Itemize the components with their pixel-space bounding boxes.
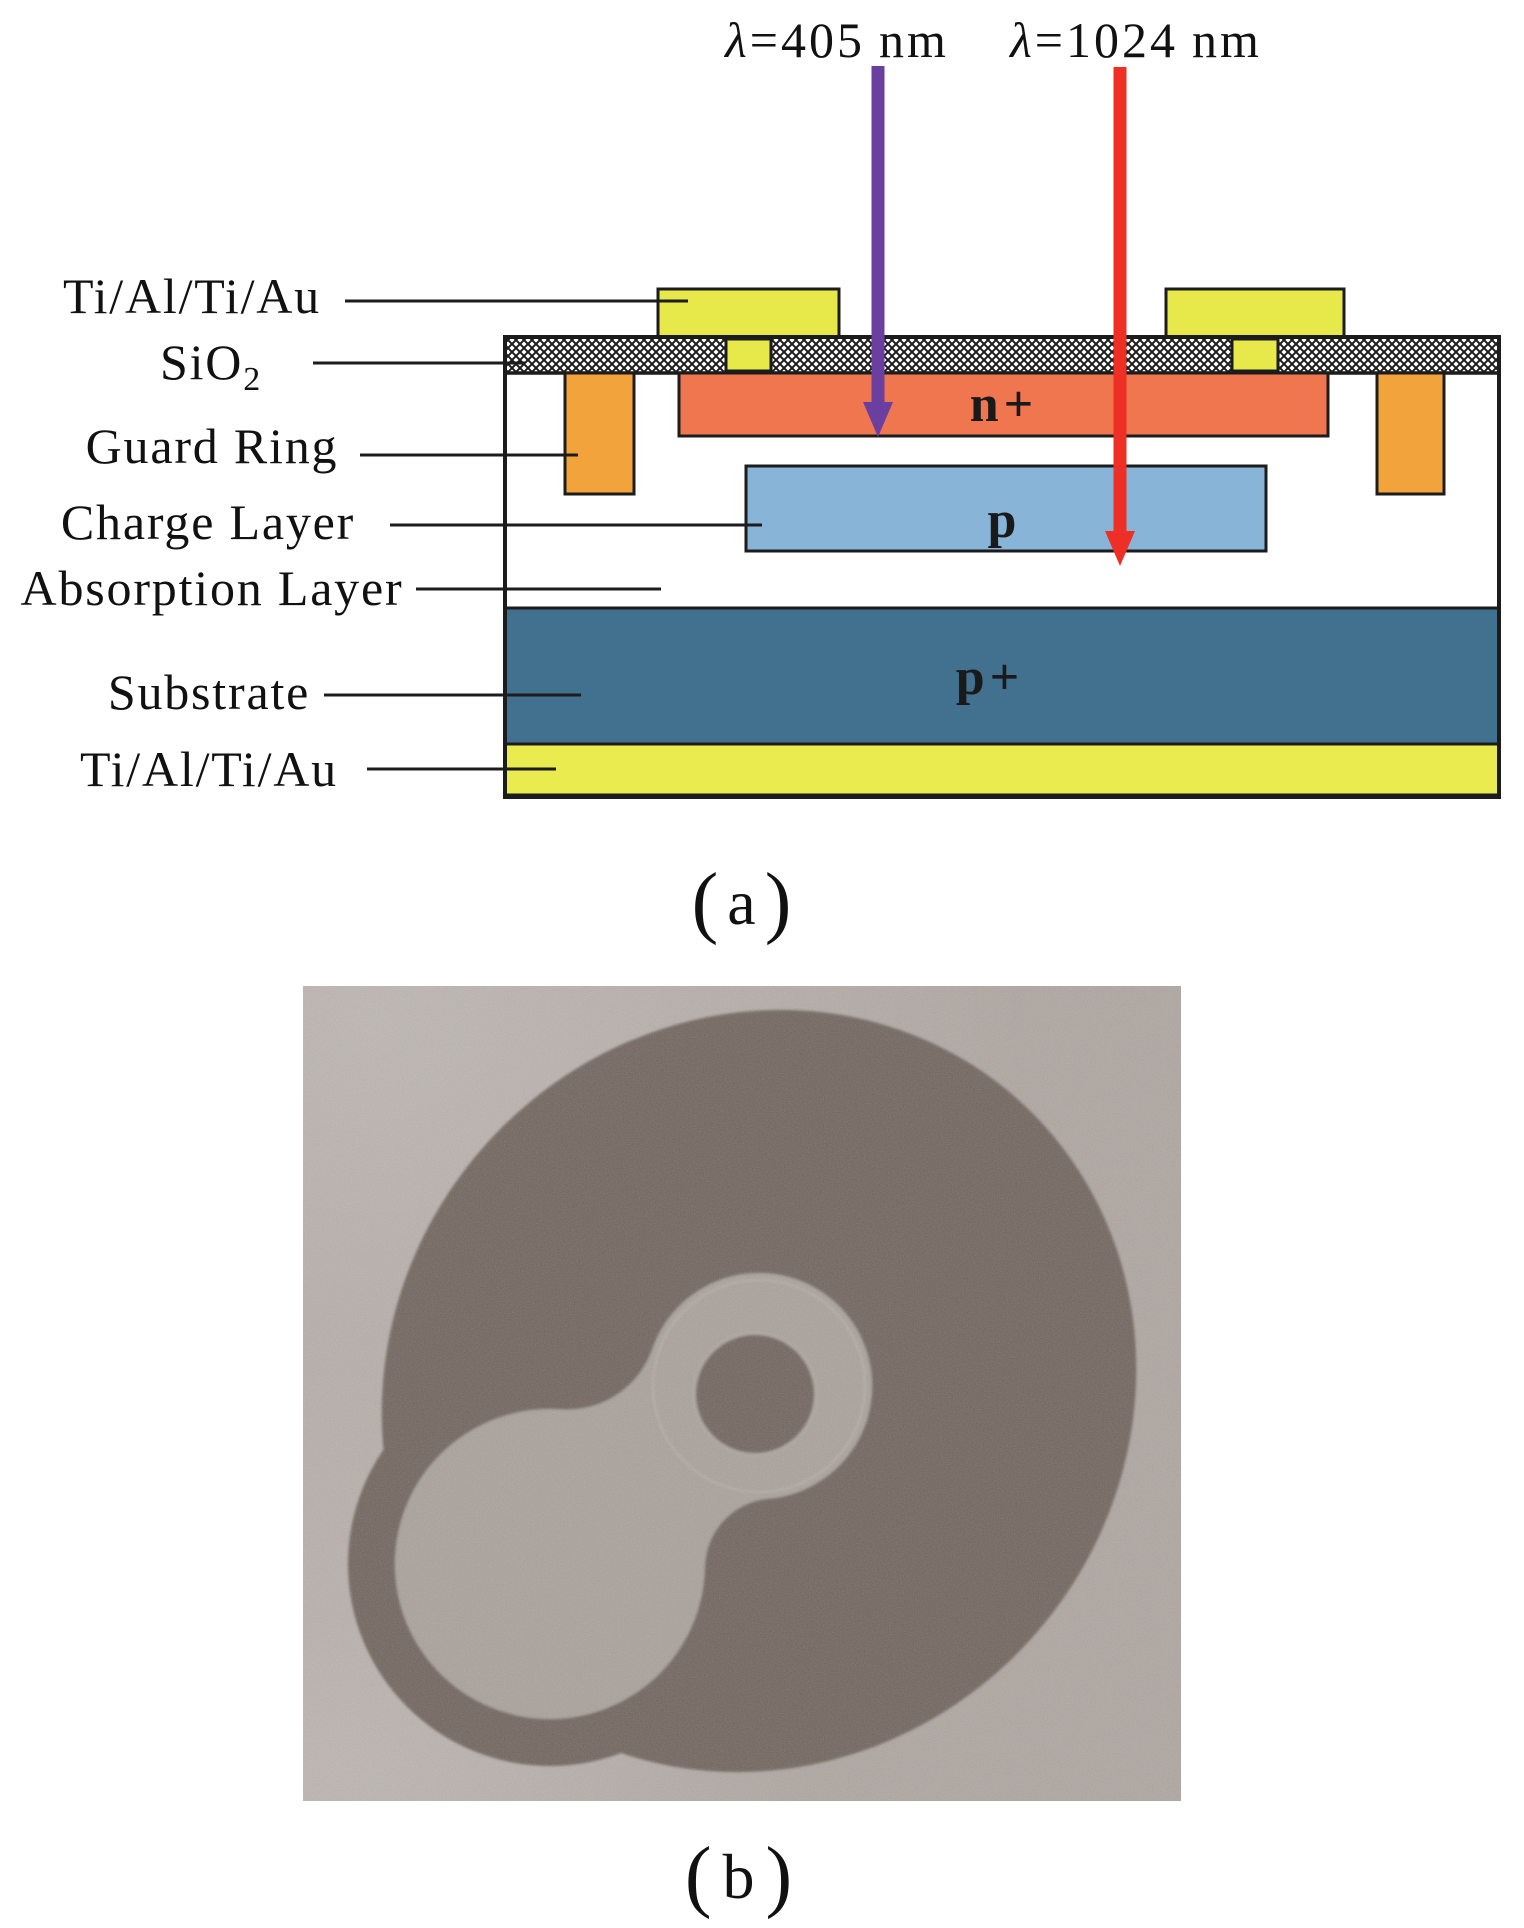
- svg-text:p+: p+: [956, 649, 1025, 706]
- svg-text:(a): (a): [692, 858, 801, 946]
- svg-text:Ti/Al/Ti/Au: Ti/Al/Ti/Au: [80, 741, 338, 797]
- svg-text:Guard Ring: Guard Ring: [86, 418, 339, 474]
- svg-text:p: p: [988, 492, 1017, 549]
- svg-text:SiO2: SiO2: [160, 334, 262, 398]
- svg-text:Charge Layer: Charge Layer: [61, 494, 355, 550]
- svg-text:(b): (b): [685, 1832, 803, 1920]
- svg-text:Absorption Layer: Absorption Layer: [21, 560, 404, 616]
- svg-text:Ti/Al/Ti/Au: Ti/Al/Ti/Au: [63, 268, 321, 324]
- svg-text:n+: n+: [970, 376, 1039, 433]
- svg-text:Substrate: Substrate: [108, 664, 310, 720]
